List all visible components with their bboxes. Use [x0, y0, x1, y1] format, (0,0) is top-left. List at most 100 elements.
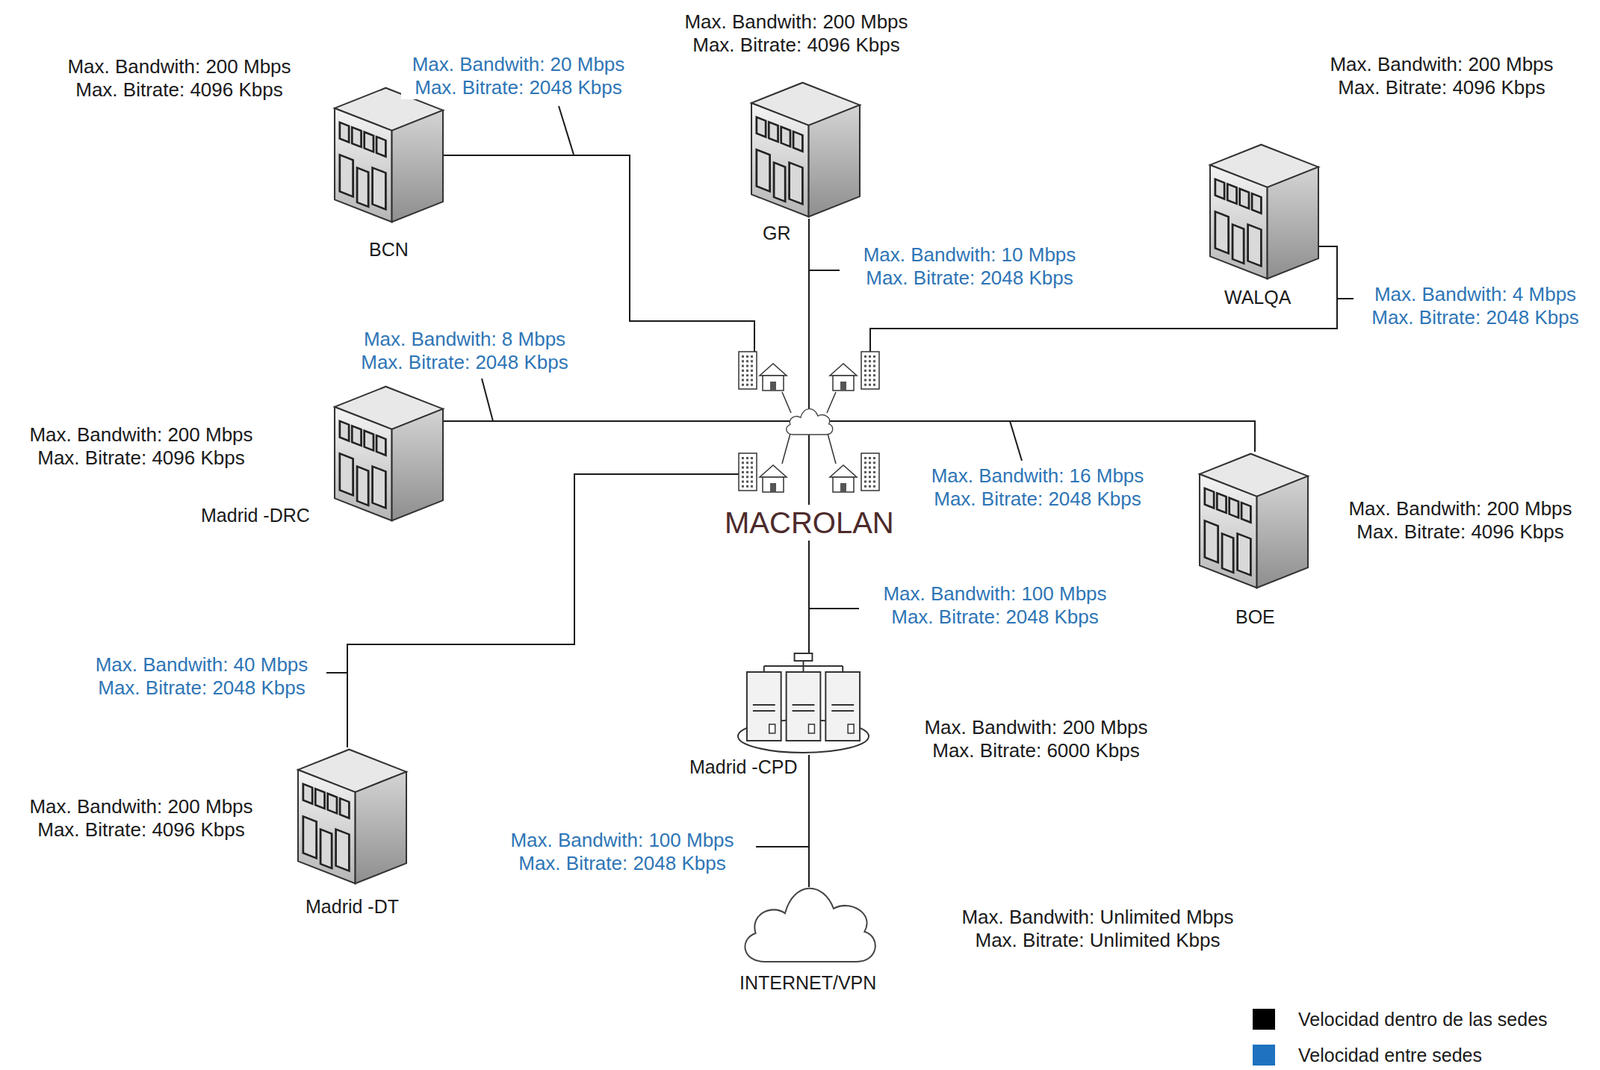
- network-hub-icon-part: [873, 365, 876, 368]
- network-hub-icon-part: [829, 363, 857, 376]
- network-hub-icon-part: [873, 466, 876, 470]
- network-hub-icon-part: [864, 355, 867, 358]
- network-hub-icon: [728, 339, 889, 501]
- network-hub-icon-part: [741, 457, 744, 460]
- network-hub-icon-part: [746, 466, 749, 470]
- site-name: BCN: [369, 238, 409, 261]
- building-icon-part-part: [756, 117, 766, 138]
- building-icon: [1210, 142, 1319, 281]
- building-icon-part-part: [364, 430, 374, 452]
- legend-text: Velocidad entre sedes: [1298, 1044, 1482, 1067]
- building-icon-part-part: [1216, 492, 1226, 514]
- building-icon-part-part: [357, 168, 369, 207]
- network-hub-icon-part: [864, 475, 867, 479]
- network-hub-icon-part: [873, 369, 876, 372]
- link-capacity-label: Max. Bandwith: 4 Mbps Max. Bitrate: 2048…: [1360, 283, 1590, 330]
- building-icon-part: [298, 770, 356, 884]
- capacity-note: Max. Bandwith: 200 Mbps Max. Bitrate: 40…: [20, 423, 262, 470]
- network-hub-icon-part: [746, 457, 749, 460]
- building-icon-part-part: [357, 466, 369, 506]
- capacity-note: Max. Bandwith: 200 Mbps Max. Bitrate: 60…: [915, 716, 1157, 763]
- server-icon-part: [831, 705, 854, 712]
- network-hub-icon-part: [750, 466, 753, 470]
- building-icon-part-part: [1248, 224, 1262, 267]
- building-icon-part: [1199, 474, 1258, 588]
- server-icon-part: [808, 724, 815, 734]
- network-name: MACROLAN: [721, 504, 898, 541]
- building-icon-part: [1210, 165, 1268, 279]
- building-icon: [334, 85, 443, 225]
- building-icon-part-part: [339, 421, 349, 442]
- network-hub-icon-part: [864, 481, 867, 484]
- building-icon-part-part: [1241, 502, 1251, 523]
- building-icon-part-part: [364, 132, 374, 153]
- network-hub-icon-part: [868, 471, 871, 474]
- building-icon-part: [1267, 167, 1319, 280]
- building-icon-part-part: [789, 162, 803, 205]
- network-hub-icon-part: [840, 381, 847, 391]
- network-link: [442, 420, 729, 423]
- building-icon-part: [334, 108, 393, 222]
- network-hub-icon-part: [741, 355, 744, 358]
- building-icon-part-part: [1229, 498, 1239, 519]
- capacity-note: Max. Bandwith: Unlimited Mbps Max. Bitra…: [953, 906, 1242, 953]
- building-icon-part-part: [372, 466, 387, 509]
- server-icon-part: [769, 724, 776, 734]
- network-hub-icon-part: [868, 461, 871, 464]
- network-hub-icon-part: [750, 369, 753, 372]
- network-hub-icon-part: [873, 355, 876, 358]
- capacity-note: Max. Bandwith: 200 Mbps Max. Bitrate: 40…: [20, 795, 262, 842]
- building-icon: [298, 747, 407, 886]
- building-icon-part-part: [376, 136, 386, 157]
- site-name: Madrid -DT: [305, 895, 399, 919]
- capacity-note: Max. Bandwith: 200 Mbps Max. Bitrate: 40…: [1321, 53, 1562, 100]
- building-icon-part-part: [372, 168, 387, 210]
- server-icon-part: [847, 724, 854, 734]
- network-hub-icon-part: [746, 355, 749, 358]
- site-name: GR: [762, 221, 792, 245]
- building-icon-part-part: [339, 453, 354, 496]
- network-hub-icon-part: [868, 379, 871, 382]
- network-hub-icon-part: [741, 466, 744, 470]
- network-hub-icon-part: [868, 466, 871, 470]
- building-icon-part-part: [376, 435, 386, 456]
- network-hub-icon-part: [864, 365, 867, 368]
- building-icon-part: [392, 409, 443, 522]
- legend-swatch: [1252, 1009, 1276, 1031]
- network-hub-icon-part: [864, 369, 867, 372]
- network-hub-icon-part: [750, 475, 753, 479]
- site-name: INTERNET/VPN: [739, 971, 877, 995]
- network-hub-icon-part: [741, 485, 744, 488]
- building-icon-part-part: [351, 126, 361, 148]
- building-icon-part-part: [793, 131, 803, 152]
- building-icon: [751, 80, 860, 219]
- network-hub-icon-part: [746, 374, 749, 377]
- capacity-note: Max. Bandwith: 200 Mbps Max. Bitrate: 40…: [59, 55, 300, 102]
- building-icon-part: [334, 407, 393, 521]
- network-hub-icon-part: [873, 457, 876, 460]
- link-capacity-label: Max. Bandwith: 100 Mbps Max. Bitrate: 20…: [874, 582, 1116, 629]
- network-hub-icon-part: [873, 374, 876, 377]
- leader-tick: [808, 608, 860, 610]
- building-icon-part-part: [1237, 534, 1252, 576]
- building-icon-part-part: [339, 154, 354, 197]
- network-hub-icon-part: [873, 485, 876, 488]
- server-icon: [736, 652, 871, 756]
- leader-tick: [808, 269, 840, 272]
- site-node: Max. Bandwith: 200 Mbps Max. Bitrate: 40…: [751, 80, 860, 219]
- building-icon-part-part: [303, 784, 313, 805]
- building-icon-part-part: [773, 162, 786, 202]
- network-hub-icon-part: [864, 383, 867, 387]
- site-node: Max. Bandwith: 200 Mbps Max. Bitrate: 40…: [1199, 451, 1308, 591]
- server-icon-part: [764, 661, 843, 673]
- network-hub-icon-part: [868, 365, 871, 368]
- building-icon-part: [392, 110, 443, 223]
- network-hub-icon-part: [829, 465, 857, 478]
- network-hub-icon-part: [750, 383, 753, 387]
- link-capacity-label: Max. Bandwith: 16 Mbps Max. Bitrate: 204…: [920, 464, 1155, 511]
- site-name: Madrid -DRC: [200, 504, 310, 527]
- building-icon-part: [339, 421, 387, 513]
- server-icon-part: [786, 672, 821, 741]
- server-icon-part: [794, 653, 813, 662]
